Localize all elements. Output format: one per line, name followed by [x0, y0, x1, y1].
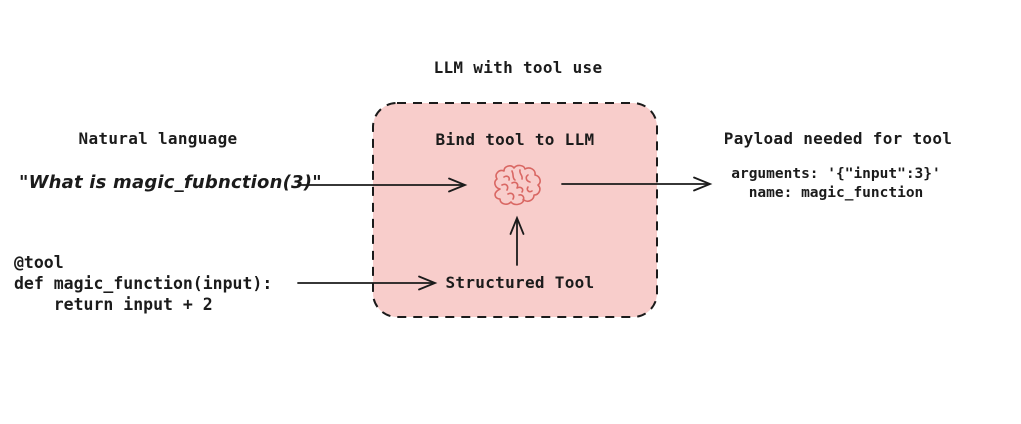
payload-block: arguments: '{"input":3}' name: magic_fun… [706, 165, 966, 203]
tool-code-line: def magic_function(input): [14, 274, 273, 293]
diagram-title: LLM with tool use [433, 58, 603, 77]
payload-name-line: name: magic_function [748, 185, 924, 201]
tool-code-line: @tool [14, 253, 64, 272]
natural-language-quote: "What is magic_fubnction(3)" [19, 172, 322, 193]
bind-tool-heading: Bind tool to LLM [435, 130, 595, 149]
payload-heading: Payload needed for tool [723, 129, 953, 148]
arrow-llm-to-payload [561, 176, 713, 192]
natural-language-heading: Natural language [78, 129, 238, 148]
tool-code-line: return input + 2 [14, 295, 213, 314]
brain-icon [494, 164, 541, 206]
arrow-natural-language-to-llm [297, 177, 468, 193]
payload-arguments-line: arguments: '{"input":3}' [731, 166, 941, 182]
structured-tool-label: Structured Tool [445, 273, 595, 292]
arrow-structured-tool-to-llm [509, 215, 525, 266]
tool-code-block: @tool def magic_function(input): return … [14, 252, 272, 315]
